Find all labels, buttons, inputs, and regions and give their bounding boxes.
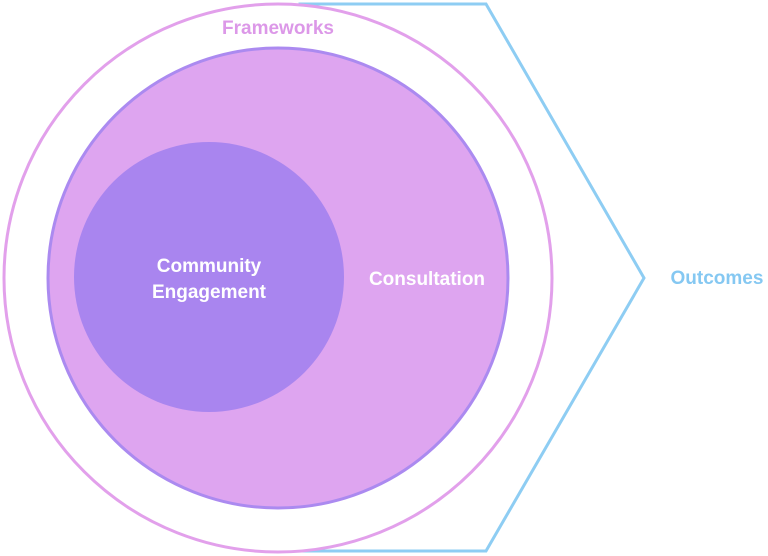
community-label-line2: Engagement — [152, 282, 267, 303]
outcomes-label: Outcomes — [671, 268, 764, 289]
community-label-line1: Community — [157, 256, 262, 277]
community-engagement-circle — [74, 142, 344, 412]
frameworks-label: Frameworks — [222, 18, 334, 39]
consultation-label: Consultation — [369, 269, 485, 290]
